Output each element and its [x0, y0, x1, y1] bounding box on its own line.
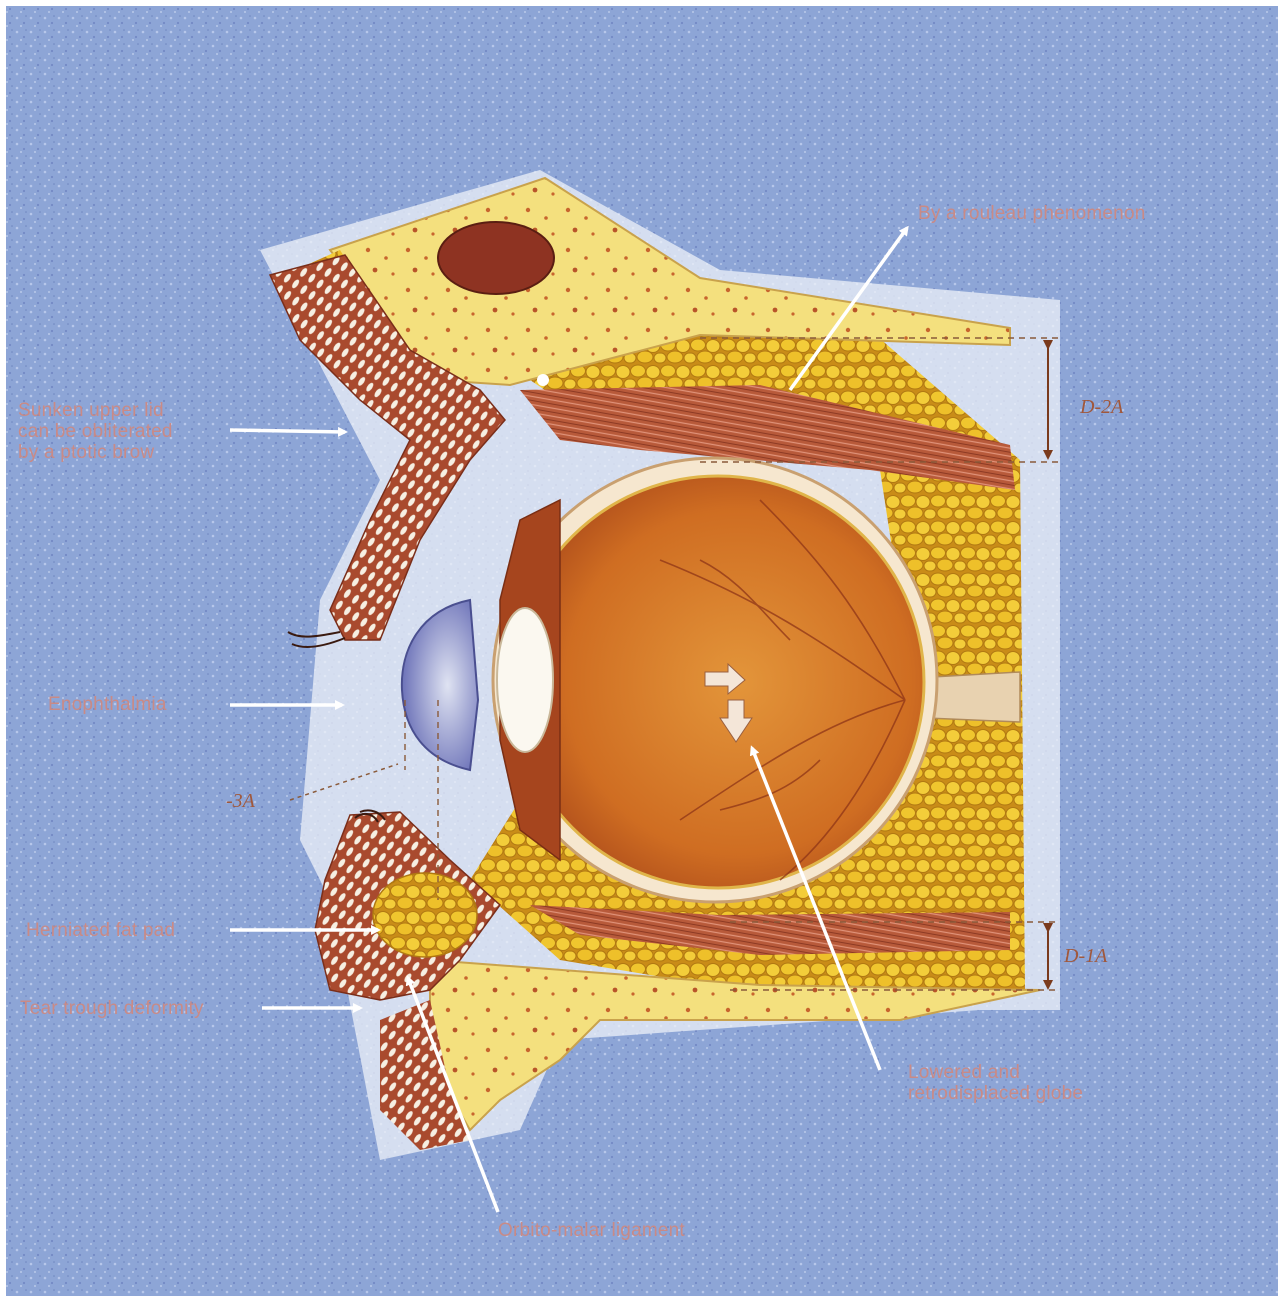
herniated-fat-pad: [373, 873, 477, 957]
label-herniated-fat-pad: Herniated fat pad: [26, 920, 175, 941]
label-orbito-malar-ligament: Orbito-malar ligament: [498, 1220, 685, 1241]
label-sunken-upper-lid: Sunken upper lid can be obliterated by a…: [18, 400, 173, 463]
dimension-d2a: D-2A: [1080, 396, 1123, 418]
label-tear-trough-deformity: Tear trough deformity: [20, 998, 204, 1019]
dimension-three-a: -3A: [226, 790, 255, 812]
label-lowered-globe: Lowered and retrodisplaced globe: [908, 1062, 1083, 1104]
frontal-sinus: [438, 222, 554, 294]
rouleau-origin-dot: [537, 374, 549, 386]
label-enophthalmia: Enophthalmia: [48, 694, 167, 715]
dimension-d1a: D-1A: [1064, 945, 1107, 967]
label-rouleau-phenomenon: By a rouleau phenomenon: [918, 203, 1146, 224]
lens: [497, 608, 553, 752]
